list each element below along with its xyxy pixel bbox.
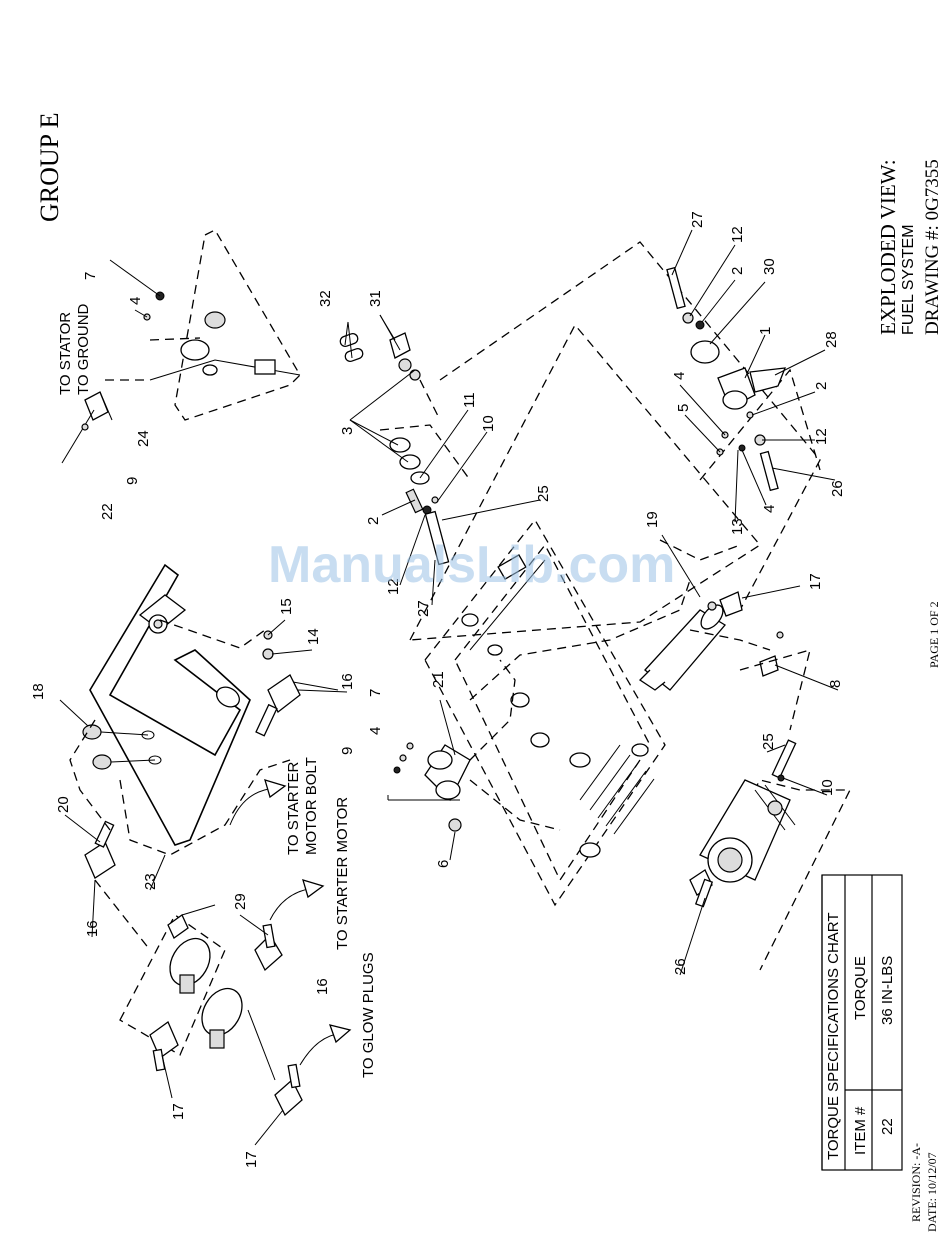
callout: 24 xyxy=(135,430,152,447)
callout: 16 xyxy=(314,978,331,995)
revision: REVISION: -A- xyxy=(909,1143,923,1222)
callout: 18 xyxy=(30,683,47,700)
callout: 15 xyxy=(278,598,295,615)
torque-specifications-chart: TORQUE SPECIFICATIONS CHART ITEM # TORQU… xyxy=(821,874,903,1171)
callout: 6 xyxy=(435,860,452,868)
callout: 4 xyxy=(367,727,384,735)
direction-arrows xyxy=(229,779,352,1066)
system-name: FUEL SYSTEM xyxy=(900,224,917,335)
callout: 9 xyxy=(124,477,141,485)
callout: 29 xyxy=(232,893,249,910)
torque-header-item: ITEM # xyxy=(852,1106,869,1155)
fuel-line-fittings-upper xyxy=(339,332,471,566)
fuel-tank-outline xyxy=(408,323,761,641)
label-to-glow-plugs: TO GLOW PLUGS xyxy=(360,952,377,1078)
callout: 4 xyxy=(127,297,144,305)
torque-row-item: 22 xyxy=(879,1118,896,1135)
callout: 11 xyxy=(461,392,478,408)
fuel-pump xyxy=(666,266,786,492)
callout: 25 xyxy=(535,485,552,502)
callout: 17 xyxy=(807,573,824,590)
fuel-hose-route xyxy=(469,579,691,701)
torque-header-torque: TORQUE xyxy=(852,956,869,1020)
callout: 31 xyxy=(367,290,384,307)
callout: 22 xyxy=(99,503,116,520)
callout: 25 xyxy=(760,733,777,750)
label-to-stator: TO STATOR xyxy=(57,312,74,395)
callout: 13 xyxy=(729,518,746,535)
control-box-assembly xyxy=(424,518,666,907)
label-to-starter: TO STARTER xyxy=(285,761,302,855)
callout: 12 xyxy=(729,226,746,243)
callout: 7 xyxy=(367,689,384,697)
callout-numbers: 7 4 24 9 22 32 31 3 11 10 25 2 12 27 27 … xyxy=(30,211,846,1168)
callout: 1 xyxy=(757,327,774,335)
callout: 7 xyxy=(82,272,99,280)
callout: 5 xyxy=(675,404,692,412)
callout: 28 xyxy=(823,331,840,348)
callout: 10 xyxy=(480,415,497,432)
callout: 17 xyxy=(243,1151,260,1168)
callout: 14 xyxy=(305,628,322,645)
leader-lines xyxy=(64,229,839,976)
watermark: ManualsLib.com xyxy=(268,536,675,594)
callout: 3 xyxy=(339,427,356,435)
callout: 23 xyxy=(142,873,159,890)
callout: 4 xyxy=(671,372,688,380)
callout: 32 xyxy=(317,290,334,307)
view-title: EXPLODED VIEW: xyxy=(876,159,900,335)
drawing-number: DRAWING #: 0G7355 xyxy=(922,159,943,335)
revision-date: DATE: 10/12/07 xyxy=(925,1152,939,1232)
callout: 27 xyxy=(689,211,706,228)
callout: 8 xyxy=(827,680,844,688)
group-label: GROUP E xyxy=(35,112,64,222)
frame-outline xyxy=(439,241,821,611)
callout: 17 xyxy=(170,1103,187,1120)
callout: 2 xyxy=(365,517,382,525)
callout: 12 xyxy=(813,428,830,445)
callout: 19 xyxy=(644,511,661,528)
mounting-panel xyxy=(89,563,266,846)
callout: 16 xyxy=(339,673,356,690)
callout: 12 xyxy=(385,578,402,595)
callout: 20 xyxy=(55,796,72,813)
torque-row-value: 36 IN-LBS xyxy=(879,956,896,1025)
label-to-ground: TO GROUND xyxy=(75,303,92,395)
label-to-starter-motor: TO STARTER MOTOR xyxy=(334,797,351,950)
callout: 26 xyxy=(672,958,689,975)
callout: 27 xyxy=(415,600,432,617)
page-number: PAGE 1 OF 2 xyxy=(927,601,941,668)
stator-bracket-assembly xyxy=(61,229,301,464)
callout: 30 xyxy=(761,258,778,275)
callout: 10 xyxy=(819,779,836,796)
callout: 4 xyxy=(761,505,778,513)
label-motor-bolt: MOTOR BOLT xyxy=(303,757,320,855)
callout: 9 xyxy=(339,747,356,755)
callout: 26 xyxy=(829,480,846,497)
callout: 2 xyxy=(813,382,830,390)
starter-solenoids xyxy=(119,904,303,1146)
callout: 2 xyxy=(729,267,746,275)
fuel-filter xyxy=(638,534,801,691)
torque-chart-title: TORQUE SPECIFICATIONS CHART xyxy=(825,912,842,1160)
fuel-solenoid xyxy=(387,659,561,832)
boots-and-grommets xyxy=(59,630,339,951)
callout: 21 xyxy=(430,671,447,688)
